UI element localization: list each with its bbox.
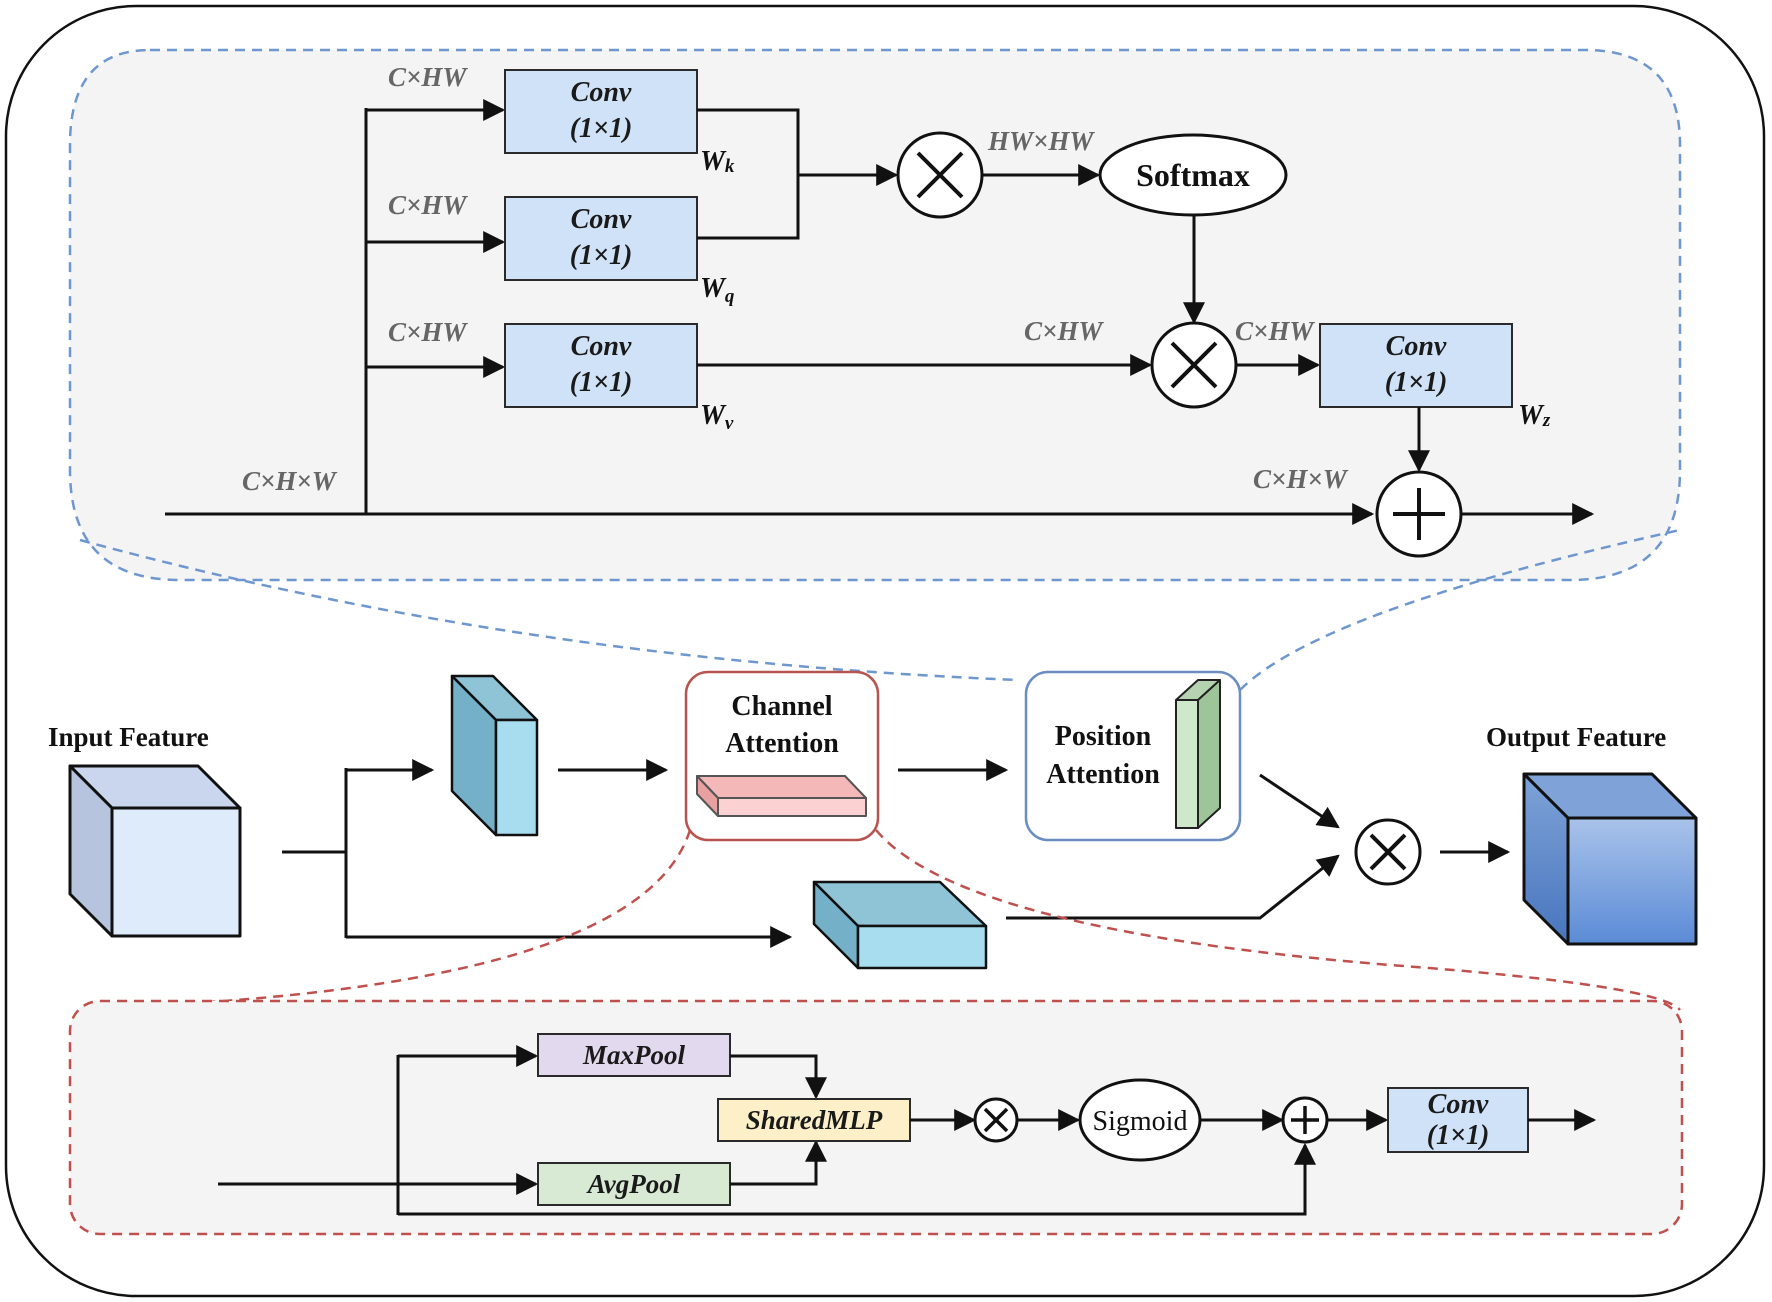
feature-map-block-upper [450, 674, 539, 837]
add-icon-ca [1281, 1096, 1329, 1144]
ca-conv-label: Conv [1428, 1089, 1489, 1120]
dim-q-input: C×HW [388, 190, 468, 220]
conv-v-box: Conv (1×1) [504, 323, 698, 408]
channel-connector-left [89, 829, 692, 1010]
maxpool-label: MaxPool [582, 1040, 686, 1070]
softmax-label: Softmax [1136, 157, 1250, 193]
dim-k-input: C×HW [388, 62, 468, 92]
sigmoid-label: Sigmoid [1093, 1106, 1188, 1137]
conv-k-kernel: (1×1) [570, 113, 633, 144]
channel-connector-right [875, 829, 1681, 1011]
position-attention-box: Position Attention [1024, 670, 1242, 842]
conv-z-box: Conv (1×1) [1319, 323, 1513, 408]
input-feature-label: Input Feature [48, 722, 209, 752]
dim-v-input: C×HW [388, 317, 468, 347]
conv-q-box: Conv (1×1) [504, 196, 698, 281]
maxpool-to-mlp-arrow [730, 1054, 827, 1100]
softmax-node: Softmax [1098, 133, 1288, 217]
avgpool-to-mlp-arrow [730, 1139, 827, 1186]
multiply-icon-main [1354, 818, 1422, 886]
channel-attention-box: Channel Attention [684, 670, 880, 842]
dim-v-out: C×HW [1024, 316, 1104, 346]
input-feature-cube [68, 764, 242, 938]
add-icon-residual [1375, 470, 1463, 558]
weight-q: Wq [700, 273, 735, 307]
conv-q-label: Conv [571, 204, 632, 235]
output-feature-label: Output Feature [1486, 722, 1666, 752]
weight-v: Wv [700, 400, 734, 434]
multiply-icon-ca [973, 1097, 1019, 1143]
conv-q-kernel: (1×1) [570, 240, 633, 271]
panel-connector-right [1239, 528, 1681, 691]
multiply-icon-kq [896, 131, 984, 219]
avgpool-box: AvgPool [537, 1162, 731, 1206]
position-attention-label-line1: Position [1055, 721, 1152, 752]
shared-mlp-box: SharedMLP [717, 1098, 911, 1142]
output-feature-cube [1522, 772, 1698, 946]
conv-z-label: Conv [1386, 331, 1447, 362]
feature-map-block-lower [812, 880, 988, 970]
weight-k: Wk [700, 146, 735, 177]
ca-conv-kernel: (1×1) [1427, 1120, 1490, 1151]
sigmoid-node: Sigmoid [1078, 1078, 1202, 1162]
conv-v-label: Conv [571, 331, 632, 362]
shared-mlp-label: SharedMLP [746, 1105, 883, 1135]
weight-z: Wz [1518, 400, 1551, 431]
channel-attention-label-line1: Channel [731, 691, 832, 722]
position-to-multiply-arrow [1259, 773, 1340, 829]
dim-hw: HW×HW [987, 126, 1095, 156]
channel-vector-icon [696, 775, 867, 817]
conv-k-box: Conv (1×1) [504, 69, 698, 154]
conv-z-kernel: (1×1) [1385, 367, 1448, 398]
ca-conv-box: Conv (1×1) [1387, 1087, 1529, 1153]
channel-attention-label-line2: Attention [725, 728, 839, 759]
dim-residual: C×H×W [1253, 464, 1349, 494]
dim-input: C×H×W [242, 466, 338, 496]
conv-v-kernel: (1×1) [570, 367, 633, 398]
maxpool-box: MaxPool [537, 1033, 731, 1077]
avgpool-label: AvgPool [586, 1169, 681, 1199]
position-attention-label-line2: Attention [1046, 759, 1160, 790]
ca-skip-line [398, 1142, 1316, 1216]
multiply-icon-v [1150, 321, 1238, 409]
panel-connector-left [79, 538, 1019, 682]
dim-mul-out: C×HW [1235, 316, 1315, 346]
position-vector-icon [1175, 679, 1221, 829]
lower-to-multiply-arrow [1006, 854, 1340, 920]
conv-k-label: Conv [571, 77, 632, 108]
